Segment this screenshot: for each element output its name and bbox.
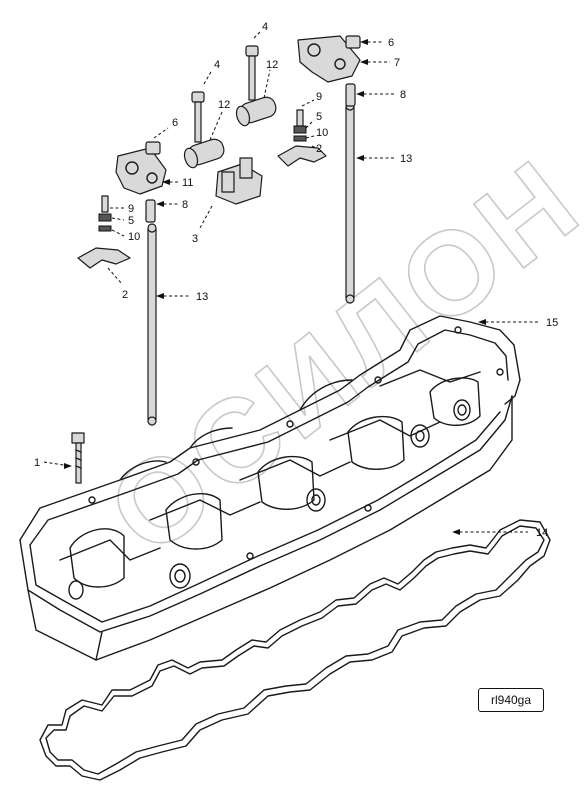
adjusting-screw-right: [293, 109, 307, 142]
shaft-bolt-upper: [245, 45, 259, 101]
callout-9-right: 9: [316, 91, 322, 103]
callout-1: 1: [34, 457, 40, 469]
pin-left: [145, 199, 156, 223]
rocker-bracket: [215, 157, 263, 205]
callout-8-left: 8: [182, 199, 188, 211]
callout-11: 11: [182, 177, 193, 189]
callout-13-left: 13: [196, 291, 208, 303]
gasket: [39, 519, 551, 781]
callout-4-upper: 4: [262, 21, 268, 33]
leader-lines: [43, 31, 540, 535]
callout-labels: 1 14 15 13 13 8 8 7 6 6 11 4 4 12 12 9 5…: [34, 21, 558, 539]
rocker-lever-right: [297, 35, 361, 83]
pin-right: [345, 83, 356, 107]
callout-9-left: 9: [128, 203, 134, 215]
callout-8-right: 8: [400, 89, 406, 101]
adjusting-screw-left: [98, 195, 112, 232]
rocker-housing: [19, 315, 521, 661]
watermark: ОСИЛОН: [85, 133, 588, 580]
push-rod-right: [345, 101, 355, 304]
callout-7: 7: [394, 57, 400, 69]
callout-6-left: 6: [172, 117, 178, 129]
reference-code-label: rl940ga: [478, 688, 544, 712]
valve-bridge-left: [77, 247, 131, 269]
nut-right: [345, 35, 361, 49]
gasket-inner-edge: [45, 525, 545, 775]
callout-5-left: 5: [128, 215, 134, 227]
callout-10-right: 10: [316, 127, 328, 139]
valve-bridge-right: [277, 145, 327, 167]
callout-14: 14: [536, 527, 548, 539]
shaft-bolt-lower: [191, 91, 205, 143]
push-rod-left: [147, 223, 157, 426]
callout-6-right: 6: [388, 37, 394, 49]
callout-15: 15: [546, 317, 558, 329]
rocker-lever-left: [115, 147, 167, 195]
callout-3: 3: [192, 233, 198, 245]
housing-bolt: [71, 432, 85, 484]
nut-left: [145, 141, 161, 155]
callout-12-upper: 12: [266, 59, 278, 71]
callout-2-right: 2: [316, 143, 322, 155]
callout-2-left: 2: [122, 289, 128, 301]
callout-4-lower: 4: [214, 59, 220, 71]
callout-5-right: 5: [316, 111, 322, 123]
callout-10-left: 10: [128, 231, 140, 243]
rocker-shaft-upper: [235, 96, 277, 127]
callout-13-right: 13: [400, 153, 412, 165]
callout-12-lower: 12: [218, 99, 230, 111]
rocker-shaft-lower: [183, 138, 225, 169]
